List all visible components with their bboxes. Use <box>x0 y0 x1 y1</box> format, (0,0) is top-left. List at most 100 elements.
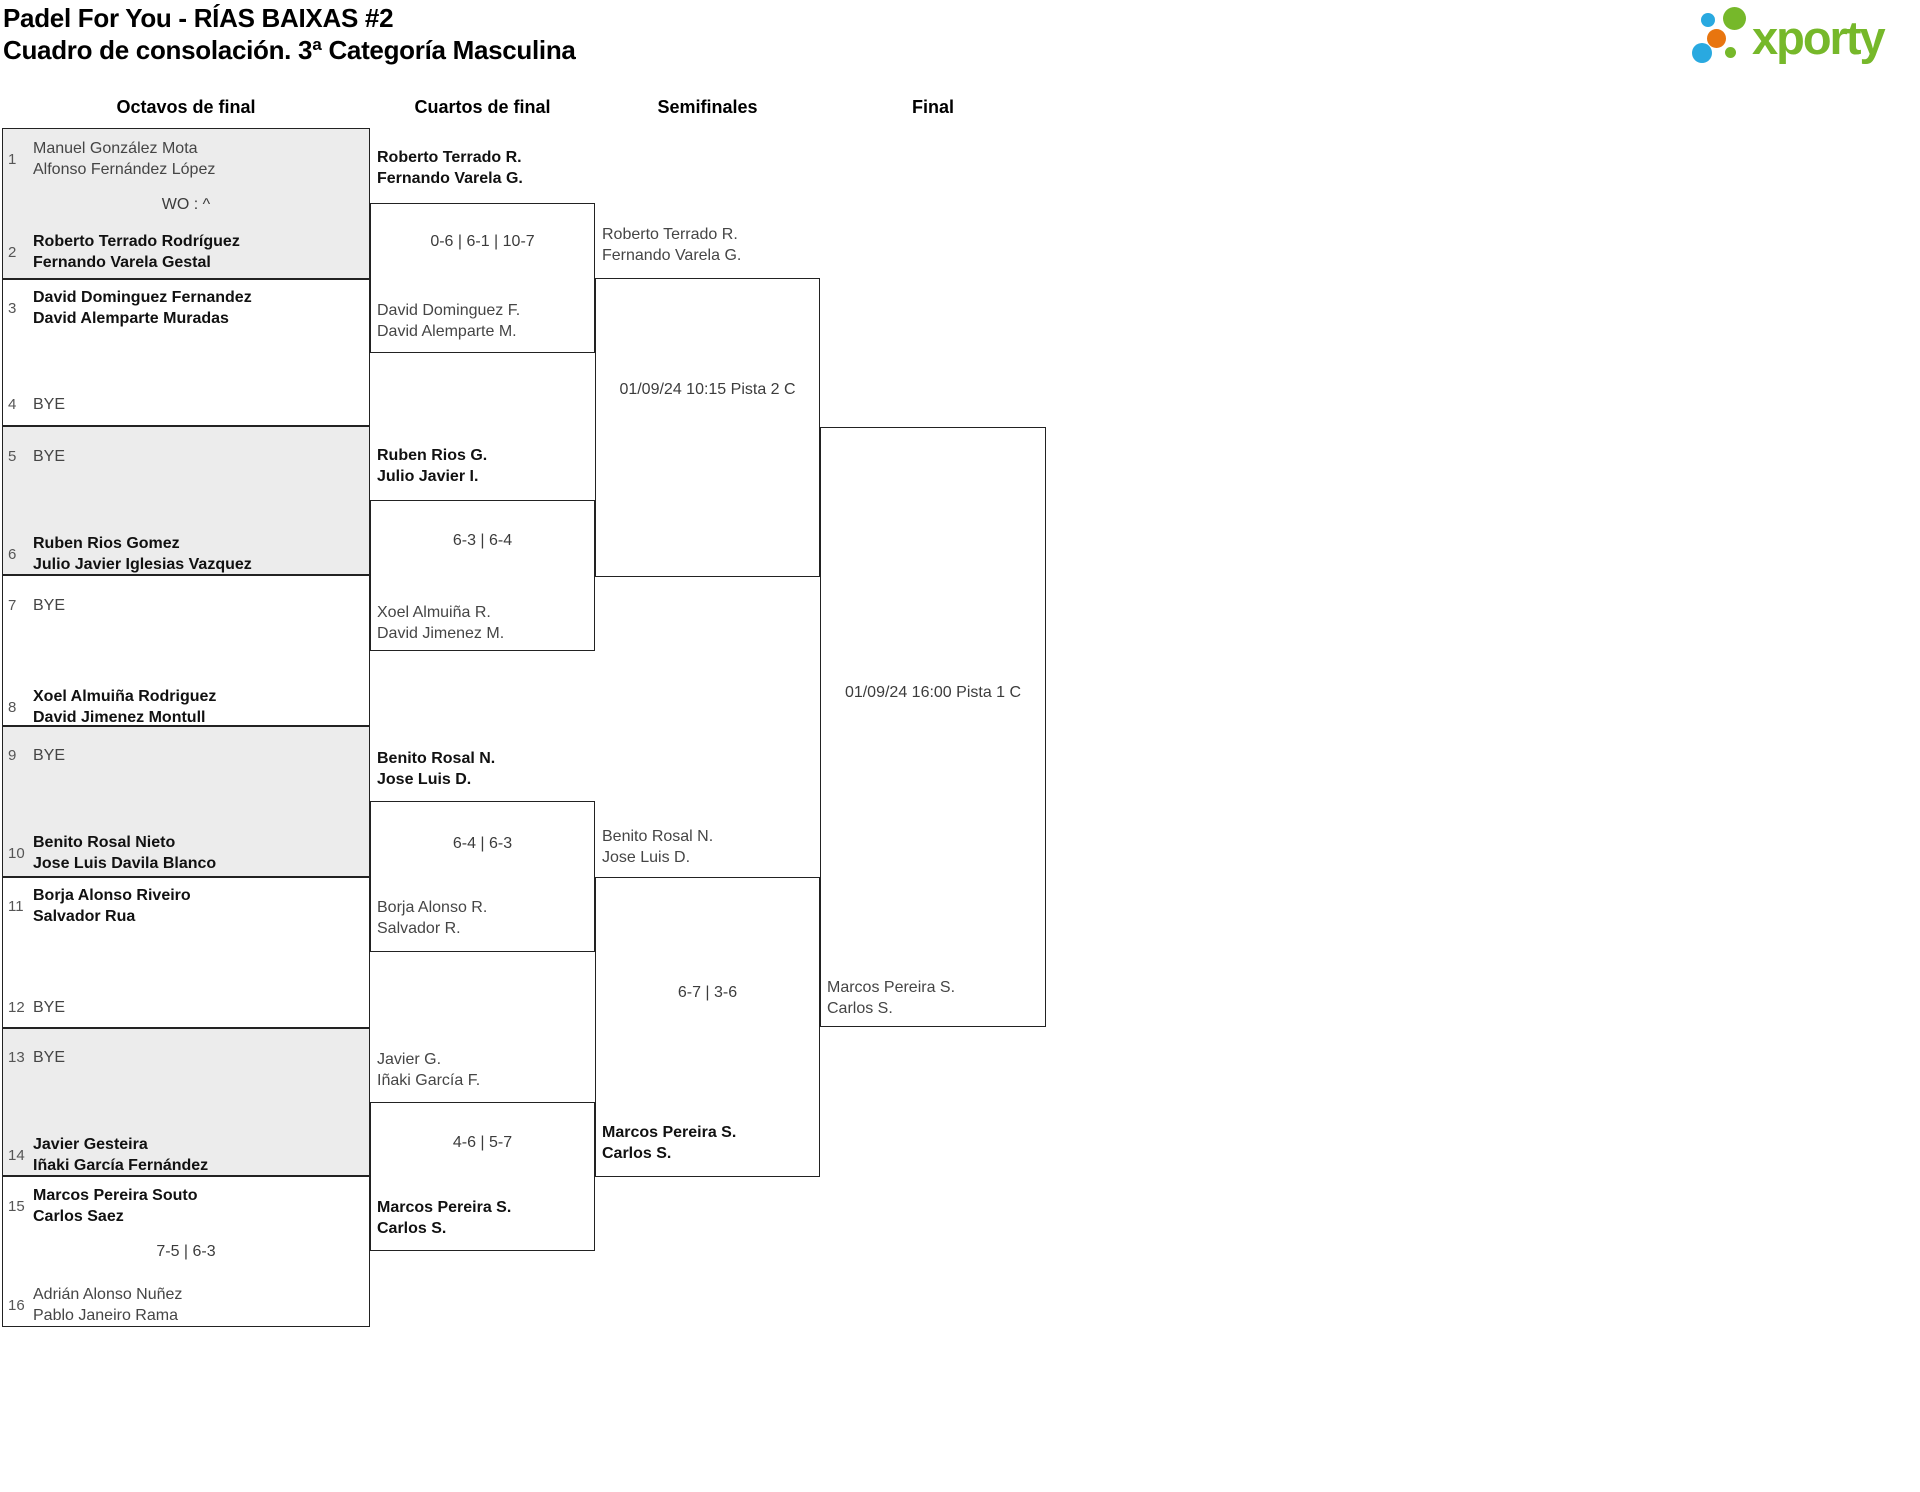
qf2-top-team: Ruben Rios G.Julio Javier I. <box>377 445 487 487</box>
final-bottom-team: Marcos Pereira S.Carlos S. <box>827 977 955 1019</box>
player-name: Xoel Almuiña Rodriguez <box>33 688 217 705</box>
sf1-box <box>595 278 820 577</box>
player-name: Roberto Terrado R. <box>377 149 522 166</box>
round-header-cuartos: Cuartos de final <box>414 97 551 117</box>
player-name: Iñaki García Fernández <box>33 1157 209 1174</box>
qf1-score: 0-6 | 6-1 | 10-7 <box>430 233 535 250</box>
player-name: Jose Luis D. <box>377 771 472 788</box>
qf1-box <box>370 203 595 353</box>
seed-number: 13 <box>8 1049 25 1066</box>
player-name: Pablo Janeiro Rama <box>33 1307 178 1324</box>
logo-dot-icon <box>1707 29 1726 48</box>
qf3-score: 6-4 | 6-3 <box>452 835 513 852</box>
bye-label: BYE <box>33 396 66 413</box>
player-name: Carlos Saez <box>33 1208 124 1225</box>
player-name: Fernando Varela G. <box>602 247 742 264</box>
logo-dot-icon <box>1701 13 1715 27</box>
player-name: Benito Rosal N. <box>602 828 714 845</box>
qf4-score: 4-6 | 5-7 <box>452 1134 513 1151</box>
player-name: Marcos Pereira Souto <box>33 1187 198 1204</box>
seed-number: 16 <box>8 1296 25 1314</box>
final-match-info: 01/09/24 16:00 Pista 1 C <box>844 684 1022 701</box>
r16-team-5: 5 BYE <box>8 446 65 467</box>
sf1-top-team: Roberto Terrado R. Fernando Varela G. <box>602 224 741 266</box>
player-name: Borja Alonso Riveiro <box>33 887 191 904</box>
r16-team-13: 13 BYE <box>8 1047 65 1068</box>
sf2-top-team: Benito Rosal N. Jose Luis D. <box>602 826 713 868</box>
sf2-bottom-team: Marcos Pereira S. Carlos S. <box>602 1122 736 1164</box>
player-name: Carlos S. <box>377 1220 447 1237</box>
seed-number: 6 <box>8 545 17 563</box>
player-name: Ruben Rios Gomez <box>33 535 180 552</box>
player-name: Marcos Pereira S. <box>602 1124 737 1141</box>
bye-label: BYE <box>33 597 66 614</box>
bye-label: BYE <box>33 1049 66 1066</box>
player-name: Jose Luis Davila Blanco <box>33 855 217 872</box>
bye-label: BYE <box>33 448 66 465</box>
qf4-box <box>370 1102 595 1251</box>
player-name: David Jimenez M. <box>377 625 505 642</box>
r16-match-7-box <box>2 1028 370 1176</box>
r16-match-5-box <box>2 726 370 877</box>
player-name: Marcos Pereira S. <box>377 1199 512 1216</box>
player-name: Carlos S. <box>602 1145 672 1162</box>
seed-number: 14 <box>8 1146 25 1164</box>
player-name: Jose Luis D. <box>602 849 691 866</box>
seed-number: 5 <box>8 448 17 465</box>
r16-match-8-box <box>2 1176 370 1327</box>
player-name: Benito Rosal N. <box>377 750 496 767</box>
r16-match-3-box <box>2 426 370 575</box>
qf1-top-team: Roberto Terrado R. Fernando Varela G. <box>377 147 523 189</box>
player-name: Benito Rosal Nieto <box>33 834 176 851</box>
player-name: Fernando Varela G. <box>377 170 523 187</box>
seed-number: 4 <box>8 396 17 413</box>
logo-dot-icon <box>1723 7 1746 30</box>
player-name: Roberto Terrado Rodríguez <box>33 233 240 250</box>
player-name: Alfonso Fernández López <box>33 161 216 178</box>
xporty-logo[interactable]: xporty <box>1688 2 1920 74</box>
player-name: David Alemparte Muradas <box>33 310 229 327</box>
bye-label: BYE <box>33 747 66 764</box>
player-name: Manuel González Mota <box>33 140 198 157</box>
player-name: Javier G. <box>377 1051 442 1068</box>
player-name: Julio Javier Iglesias Vazquez <box>33 556 252 573</box>
seed-number: 3 <box>8 299 17 317</box>
player-name: Javier Gesteira <box>33 1136 148 1153</box>
sf2-score: 6-7 | 3-6 <box>677 984 738 1001</box>
round-header-semifinales: Semifinales <box>657 97 758 117</box>
player-name: David Dominguez Fernandez <box>33 289 252 306</box>
final-box <box>820 427 1046 1027</box>
sf1-match-info: 01/09/24 10:15 Pista 2 C <box>619 381 796 398</box>
qf4-bottom-team: Marcos Pereira S. Carlos S. <box>377 1197 511 1239</box>
player-name: Iñaki García F. <box>377 1072 481 1089</box>
logo-dot-icon <box>1692 43 1712 63</box>
r16-team-7: 7 BYE <box>8 595 65 616</box>
seed-number: 15 <box>8 1197 25 1215</box>
player-name: David Jimenez Montull <box>33 709 206 726</box>
seed-number: 11 <box>8 897 24 915</box>
player-name: Xoel Almuiña R. <box>377 604 491 621</box>
qf2-score: 6-3 | 6-4 <box>452 532 513 549</box>
player-name: Fernando Varela Gestal <box>33 254 211 271</box>
qf3-bottom-team: Borja Alonso R.Salvador R. <box>377 897 487 939</box>
page-subtitle: Cuadro de consolación. 3ª Categoría Masc… <box>3 35 576 65</box>
r16-match-8-score: 7-5 | 6-3 <box>156 1243 216 1260</box>
sf2-box <box>595 877 820 1177</box>
logo-dot-icon <box>1725 47 1736 58</box>
player-name: Roberto Terrado R. <box>602 226 738 243</box>
qf4-top-team: Javier G. Iñaki García F. <box>377 1049 480 1091</box>
qf1-bottom-team: David Dominguez F.David Alemparte M. <box>377 300 520 342</box>
r16-team-9: 9 BYE <box>8 745 65 766</box>
player-name: Adrián Alonso Nuñez <box>33 1286 183 1303</box>
qf2-box <box>370 500 595 651</box>
